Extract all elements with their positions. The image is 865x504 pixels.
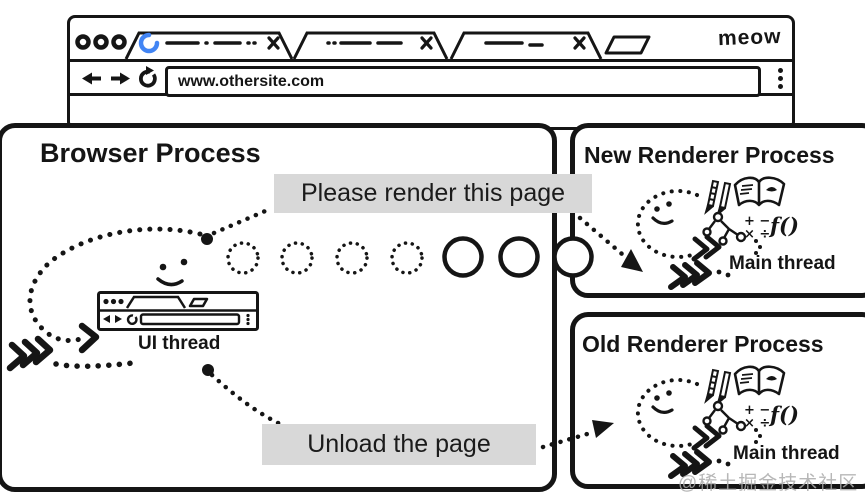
ui-thread-label: UI thread xyxy=(138,333,221,354)
brand-text: meow xyxy=(718,24,783,51)
main-thread-label: Main thread xyxy=(729,253,836,274)
browser-process-title: Browser Process xyxy=(40,138,261,168)
watermark: @稀土掘金技术社区 xyxy=(678,473,859,494)
traffic-lights-icon[interactable] xyxy=(75,34,127,50)
reload-icon[interactable] xyxy=(138,66,157,88)
close-icon[interactable] xyxy=(420,36,433,50)
main-thread-label: Main thread xyxy=(733,443,840,464)
loading-spinner-icon xyxy=(138,32,160,54)
new-tab-icon[interactable] xyxy=(604,35,651,55)
message-render-label: Please render this page xyxy=(274,174,592,213)
tab-title-scribble xyxy=(484,41,544,47)
close-icon[interactable] xyxy=(573,36,586,50)
close-icon[interactable] xyxy=(267,36,280,50)
tab-2[interactable] xyxy=(292,31,449,59)
url-input[interactable]: www.othersite.com xyxy=(165,66,761,97)
message-unload-label: Unload the page xyxy=(262,424,536,465)
nav-icons xyxy=(82,66,157,88)
tab-loading[interactable] xyxy=(124,31,294,59)
tab-strip-art xyxy=(75,31,651,59)
browser-window: meow www.othersite.com xyxy=(67,15,795,130)
back-icon[interactable] xyxy=(82,72,101,85)
forward-icon[interactable] xyxy=(111,72,130,85)
nav-bar: www.othersite.com xyxy=(70,62,792,97)
url-text: www.othersite.com xyxy=(178,72,325,90)
tab-strip: meow xyxy=(70,18,792,62)
old-renderer-title: Old Renderer Process xyxy=(582,331,824,357)
tab-3[interactable] xyxy=(449,31,603,59)
new-renderer-title: New Renderer Process xyxy=(584,142,835,168)
